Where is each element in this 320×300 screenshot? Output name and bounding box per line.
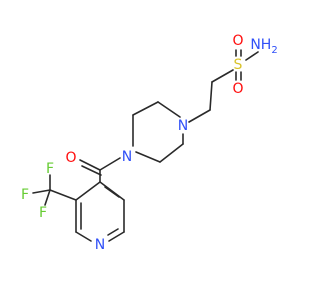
bond — [32, 189, 51, 194]
bond — [159, 143, 184, 163]
amine-nh: NH — [250, 37, 271, 53]
bond — [75, 181, 101, 201]
bond — [211, 69, 234, 83]
sulfonyl-oxygen-bottom: O — [232, 81, 243, 97]
bond — [44, 189, 51, 206]
fluorine-bottom: F — [39, 205, 47, 221]
amine-subscript: 2 — [271, 45, 277, 56]
piperazine-nitrogen-right: N — [178, 118, 188, 134]
bond — [99, 181, 125, 201]
bond — [99, 157, 121, 171]
bond — [209, 81, 213, 111]
bond — [104, 186, 120, 198]
bond — [157, 101, 181, 118]
fluorine-left: F — [21, 187, 29, 203]
bond — [75, 231, 92, 242]
bond — [81, 165, 102, 176]
bond — [108, 231, 125, 242]
sulfonyl-oxygen-top: O — [232, 33, 243, 49]
bond — [107, 228, 119, 236]
pyridine-nitrogen: N — [95, 237, 105, 253]
bond — [135, 151, 161, 163]
piperazine-nitrogen-left: N — [122, 149, 132, 165]
bond — [132, 101, 159, 116]
molecule-structure: O N N N S O O NH2 F F F — [21, 33, 278, 253]
structure-canvas: O N N N S O O NH2 F F F — [21, 33, 278, 253]
fluorine-top: F — [46, 161, 54, 177]
bond — [245, 51, 259, 61]
bonds — [32, 49, 259, 242]
bond — [49, 189, 77, 201]
bond — [188, 109, 211, 123]
carbonyl-oxygen: O — [65, 150, 76, 166]
bond — [79, 159, 101, 171]
sulfonyl-sulfur: S — [234, 57, 243, 73]
amine-group: NH2 — [250, 37, 277, 56]
atom-labels: O N N N S O O NH2 F F F — [21, 33, 278, 253]
